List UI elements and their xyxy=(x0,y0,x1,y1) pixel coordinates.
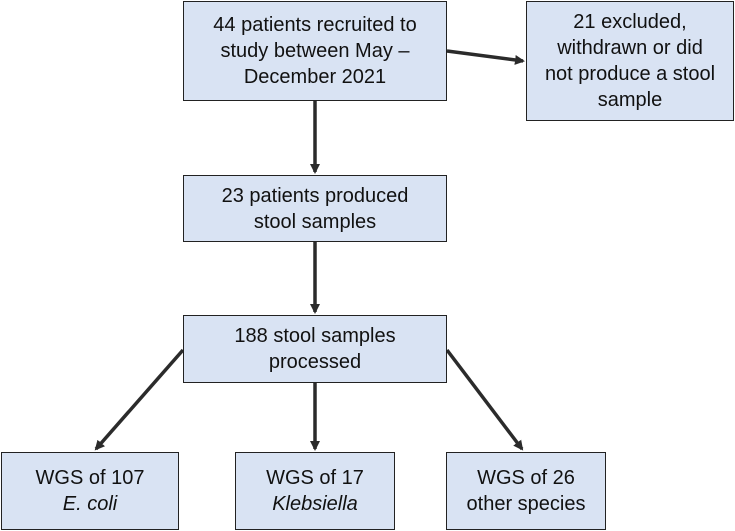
node-ecoli-line-2: E. coli xyxy=(62,493,118,515)
node-other: WGS of 26 other species xyxy=(446,452,606,530)
node-klebsiella: WGS of 17 Klebsiella xyxy=(235,452,395,530)
node-produced-line-2: stool samples xyxy=(253,210,377,233)
node-ecoli-line-1: WGS of 107 xyxy=(35,467,145,489)
node-processed-line-2: processed xyxy=(268,351,362,373)
node-ecoli: WGS of 107 E. coli xyxy=(1,452,179,530)
node-excluded-line-2: withdrawn or did xyxy=(557,37,703,59)
node-processed-line-1: 188 stool samples xyxy=(234,325,396,347)
arrow-processed-to-ecoli xyxy=(94,348,185,451)
node-klebsiella-line-1: WGS of 17 xyxy=(266,467,364,489)
node-excluded-line-4: sample xyxy=(597,89,663,111)
node-processed: 188 stool samples processed xyxy=(183,315,447,383)
node-recruited: 44 patients recruited to study between M… xyxy=(183,1,447,101)
arrow-processed-to-other xyxy=(445,348,524,451)
node-excluded-line-3: not produce a stool xyxy=(544,63,716,85)
node-recruited-line-1: 44 patients recruited to xyxy=(213,14,417,36)
node-excluded-line-1: 21 excluded, xyxy=(573,11,687,33)
node-produced: 23 patients produced stool samples xyxy=(183,175,447,242)
node-excluded: 21 excluded, withdrawn or did not produc… xyxy=(526,1,734,121)
node-klebsiella-line-2: Klebsiella xyxy=(272,493,358,515)
node-produced-line-1: 23 patients produced xyxy=(221,184,409,207)
node-recruited-line-2: study between May – xyxy=(220,40,410,62)
node-other-line-1: WGS of 26 xyxy=(477,467,575,489)
node-other-line-2: other species xyxy=(466,493,586,515)
arrow-recruited-to-excluded xyxy=(446,49,525,65)
node-recruited-line-3: December 2021 xyxy=(243,66,387,88)
